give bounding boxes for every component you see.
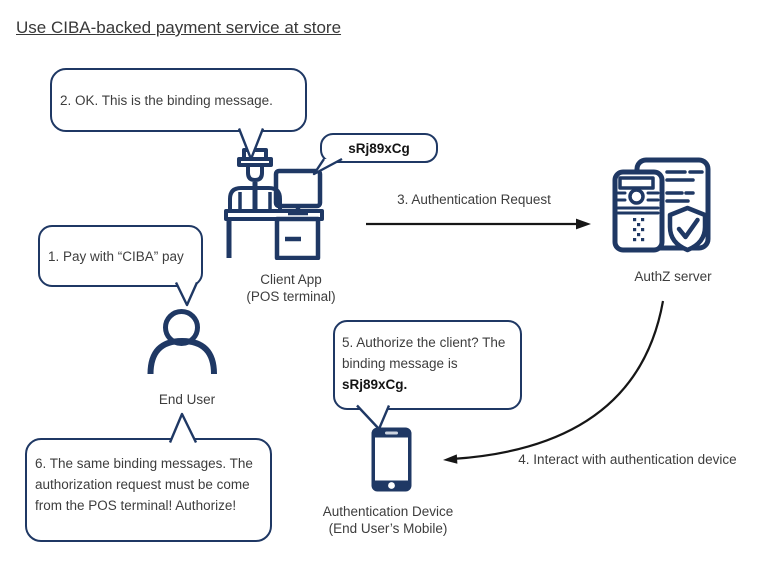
speech-bubble-same-binding-line3: from the POS terminal! Authorize! [35, 498, 237, 513]
speech-bubble-authorize-binding-bold: sRj89xCg. [342, 377, 408, 392]
speech-bubble-ok-binding: 2. OK. This is the binding message. [50, 68, 307, 132]
auth-request-arrow-label: 3. Authentication Request [397, 192, 551, 207]
end-user-label: End User [158, 392, 216, 407]
speech-bubble-same-binding-line2: authorization request must be come [35, 477, 250, 492]
pos-monitor [273, 168, 323, 209]
mobile-phone-icon [371, 427, 412, 492]
client-app-label-line1: Client App [260, 272, 322, 287]
pos-desk [224, 209, 324, 221]
server-tower [612, 169, 665, 253]
authz-server-label: AuthZ server [634, 269, 712, 284]
binding-message-tag-text: sRj89xCg [348, 140, 410, 156]
speech-bubble-authorize-line2: binding message is [342, 356, 458, 371]
client-app-label: Client App (POS terminal) [221, 271, 361, 305]
speech-bubble-authorize-line1: 5. Authorize the client? The [342, 335, 506, 350]
speech-bubble-pay: 1. Pay with “CIBA” pay [38, 225, 203, 287]
diagram-title: Use CIBA-backed payment service at store [16, 18, 342, 37]
end-user-icon [147, 309, 217, 375]
auth-device-label: Authentication Device (End User’s Mobile… [296, 503, 480, 537]
speech-bubble-same-binding-line1: 6. The same binding messages. The [35, 456, 253, 471]
phone-speaker [385, 431, 398, 435]
auth-request-arrow [366, 218, 591, 230]
auth-device-label-line1: Authentication Device [322, 504, 454, 519]
speech-bubble-pay-text: 1. Pay with “CIBA” pay [48, 248, 184, 264]
authz-server-icon [612, 157, 711, 253]
auth-device-label-line2: (End User’s Mobile) [328, 521, 448, 536]
client-app-label-line2: (POS terminal) [246, 289, 336, 304]
speech-bubble-authorize: 5. Authorize the client? The binding mes… [333, 320, 522, 410]
cashier-pos-terminal-icon [224, 148, 324, 260]
binding-message-tag: sRj89xCg [320, 133, 438, 163]
speech-bubble-ok-binding-text: 2. OK. This is the binding message. [60, 92, 273, 108]
interact-device-arrow-label: 4. Interact with authentication device [518, 452, 737, 467]
phone-home-button [388, 482, 395, 489]
shield-check-icon [667, 205, 708, 253]
speech-bubble-same-binding: 6. The same binding messages. The author… [25, 438, 272, 542]
